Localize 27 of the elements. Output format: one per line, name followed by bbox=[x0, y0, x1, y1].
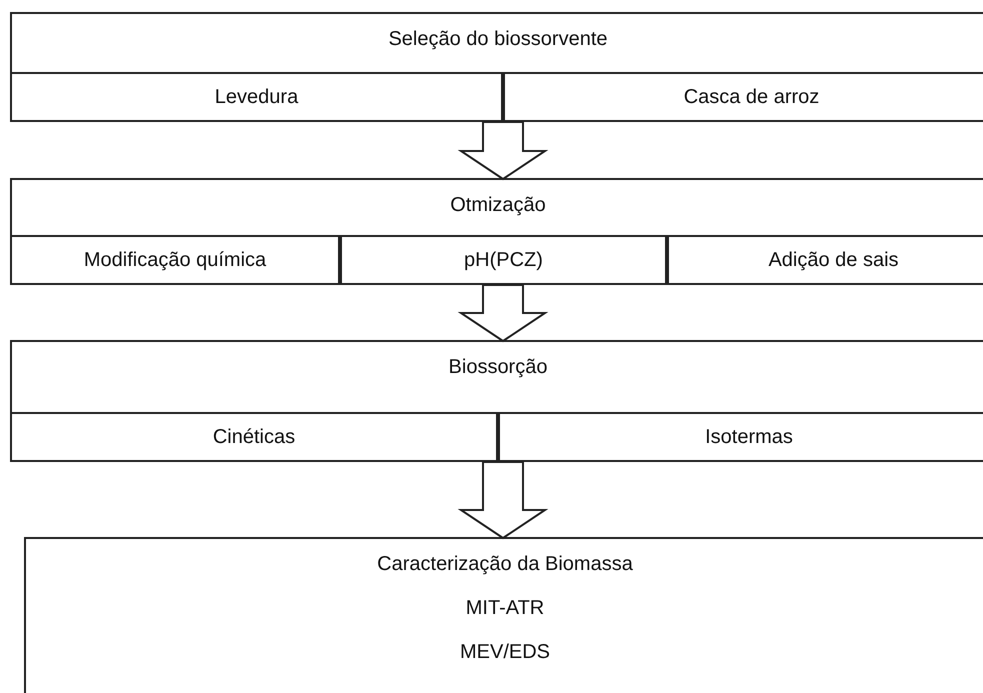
block-arrow bbox=[458, 461, 548, 540]
cell-text: Levedura bbox=[214, 85, 298, 110]
stage-box bbox=[10, 12, 983, 122]
table-cell bbox=[503, 72, 983, 122]
block-arrow bbox=[458, 121, 548, 180]
table-cell bbox=[10, 235, 340, 285]
cell-text: Adição de sais bbox=[768, 248, 899, 273]
stage-item: MIT-ATR bbox=[466, 596, 544, 621]
cell-text: Modificação química bbox=[84, 248, 266, 273]
stage-box bbox=[24, 537, 983, 693]
cell-text: Casca de arroz bbox=[684, 85, 820, 110]
stage-box bbox=[10, 340, 983, 462]
table-cell bbox=[10, 72, 503, 122]
cell-text: Cinéticas bbox=[212, 425, 296, 450]
cell-text: pH(PCZ) bbox=[464, 248, 543, 273]
stage-box bbox=[10, 178, 983, 285]
cell-text: Isotermas bbox=[705, 425, 793, 450]
stage-item: MEV/EDS bbox=[460, 640, 550, 665]
block-arrow bbox=[458, 284, 548, 342]
stage-title: Biossorção bbox=[448, 355, 548, 380]
table-cell bbox=[498, 412, 983, 462]
stage-title: Caracterização da Biomassa bbox=[377, 552, 633, 577]
stage-title: Seleção do biossorvente bbox=[388, 27, 608, 52]
table-cell bbox=[667, 235, 983, 285]
table-cell bbox=[340, 235, 667, 285]
stage-title: Otmização bbox=[450, 193, 546, 218]
table-cell bbox=[10, 412, 498, 462]
